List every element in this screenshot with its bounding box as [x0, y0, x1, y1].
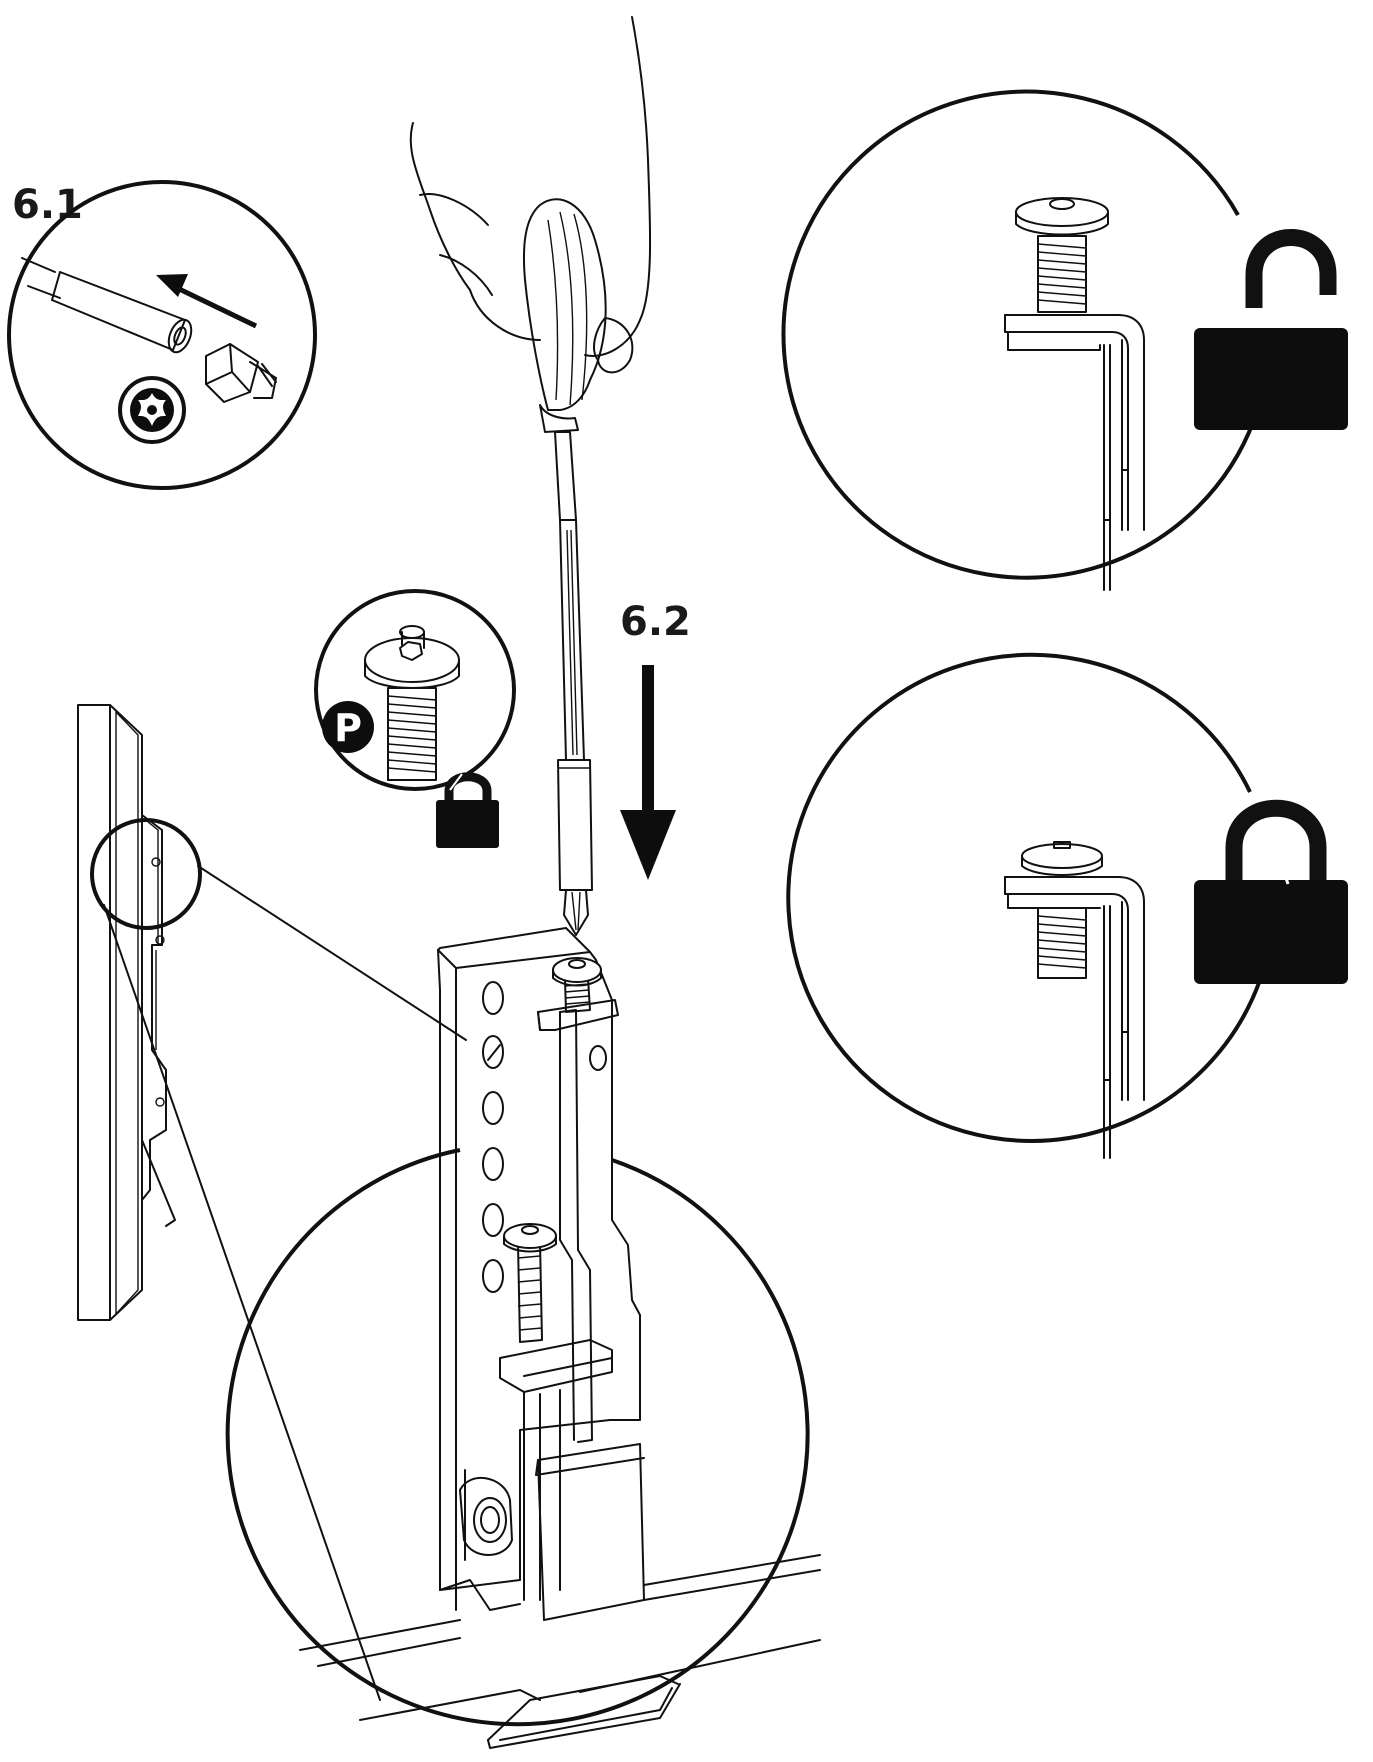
- padlock-open-icon: [1194, 229, 1348, 430]
- arrow-down-icon: [620, 665, 676, 880]
- torx-bit: [205, 343, 277, 403]
- screw-type-badge: [322, 701, 374, 753]
- zoom-callout-small: [90, 818, 202, 930]
- tv-panel-side: [77, 704, 176, 1321]
- torx-icon: [118, 376, 186, 444]
- adjustment-holes: [482, 981, 504, 1293]
- step-6-1-detail-circle: [7, 180, 317, 490]
- padlock-closed-icon: [1194, 799, 1348, 984]
- callout-line-lower: [103, 904, 381, 1701]
- padlock-closed-icon: [436, 772, 499, 848]
- bracket-detail: [225, 927, 821, 1749]
- step-6-1-label: 6.1: [12, 182, 83, 228]
- step-6-2-label: 6.2: [620, 599, 691, 645]
- screw-type-letter: P: [334, 706, 362, 750]
- bit-holder: [21, 257, 193, 354]
- unlocked-detail: [781, 89, 1348, 591]
- screw-p-detail: P: [314, 589, 516, 848]
- callout-line-upper: [197, 865, 467, 1041]
- hand-with-screwdriver: [409, 16, 652, 936]
- detail-circle-screw: [314, 589, 516, 791]
- detail-circle-unlocked: [781, 89, 1256, 580]
- locked-detail: [786, 652, 1348, 1159]
- detail-circle-bit: [7, 180, 317, 490]
- arrow-left-up-icon: [156, 274, 258, 329]
- detail-circle-bracket: [225, 1148, 810, 1727]
- detail-circle-locked: [786, 652, 1262, 1143]
